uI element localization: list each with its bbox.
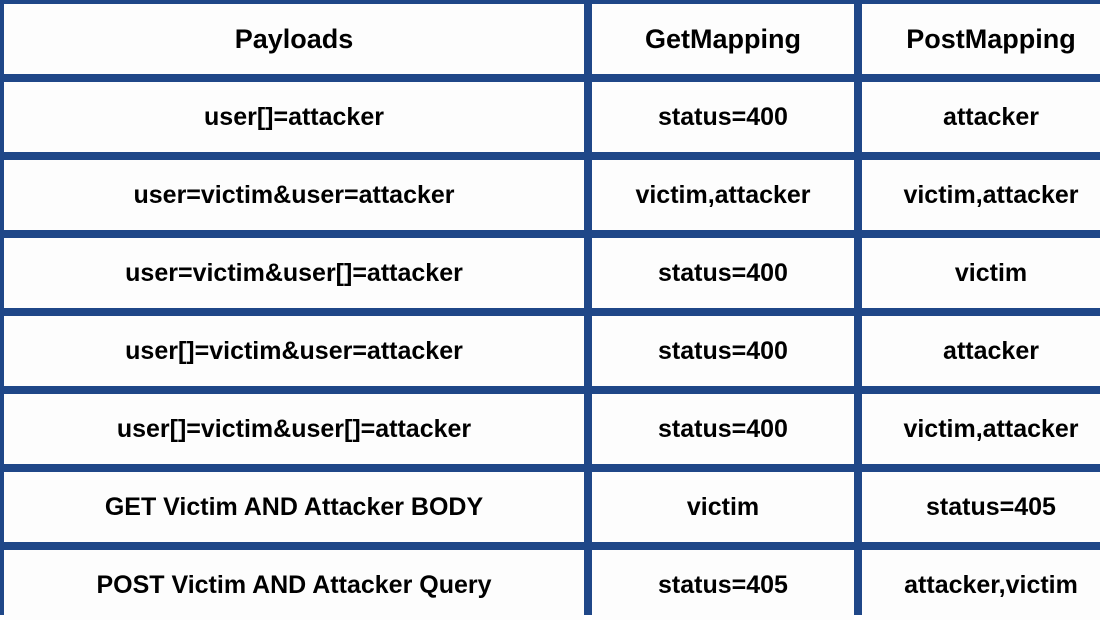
cell-getmapping: status=400 bbox=[592, 316, 854, 386]
column-header-payloads: Payloads bbox=[4, 4, 584, 74]
cell-postmapping: victim,attacker bbox=[862, 394, 1100, 464]
cell-payload: user=victim&user[]=attacker bbox=[4, 238, 584, 308]
cell-getmapping: status=400 bbox=[592, 238, 854, 308]
table-body: user[]=attacker status=400 attacker user… bbox=[4, 82, 1100, 620]
table-container: Payloads GetMapping PostMapping user[]=a… bbox=[0, 0, 1100, 615]
cell-payload: user=victim&user=attacker bbox=[4, 160, 584, 230]
cell-getmapping: status=400 bbox=[592, 394, 854, 464]
column-header-postmapping: PostMapping bbox=[862, 4, 1100, 74]
cell-postmapping: victim,attacker bbox=[862, 160, 1100, 230]
cell-getmapping: victim bbox=[592, 472, 854, 542]
cell-getmapping: status=400 bbox=[592, 82, 854, 152]
cell-postmapping: attacker bbox=[862, 82, 1100, 152]
cell-payload: user[]=victim&user=attacker bbox=[4, 316, 584, 386]
table-header-row: Payloads GetMapping PostMapping bbox=[4, 4, 1100, 74]
cell-postmapping: attacker bbox=[862, 316, 1100, 386]
cell-payload: POST Victim AND Attacker Query bbox=[4, 550, 584, 620]
table-row: POST Victim AND Attacker Query status=40… bbox=[4, 550, 1100, 620]
cell-payload: user[]=victim&user[]=attacker bbox=[4, 394, 584, 464]
cell-postmapping: attacker,victim bbox=[862, 550, 1100, 620]
column-header-getmapping: GetMapping bbox=[592, 4, 854, 74]
cell-postmapping: victim bbox=[862, 238, 1100, 308]
table-row: user[]=victim&user=attacker status=400 a… bbox=[4, 316, 1100, 386]
table-row: user[]=victim&user[]=attacker status=400… bbox=[4, 394, 1100, 464]
cell-getmapping: victim,attacker bbox=[592, 160, 854, 230]
table-row: user=victim&user=attacker victim,attacke… bbox=[4, 160, 1100, 230]
table-row: user=victim&user[]=attacker status=400 v… bbox=[4, 238, 1100, 308]
cell-getmapping: status=405 bbox=[592, 550, 854, 620]
table-header: Payloads GetMapping PostMapping bbox=[4, 4, 1100, 74]
cell-payload: user[]=attacker bbox=[4, 82, 584, 152]
cell-postmapping: status=405 bbox=[862, 472, 1100, 542]
cell-payload: GET Victim AND Attacker BODY bbox=[4, 472, 584, 542]
table-row: GET Victim AND Attacker BODY victim stat… bbox=[4, 472, 1100, 542]
table-row: user[]=attacker status=400 attacker bbox=[4, 82, 1100, 152]
